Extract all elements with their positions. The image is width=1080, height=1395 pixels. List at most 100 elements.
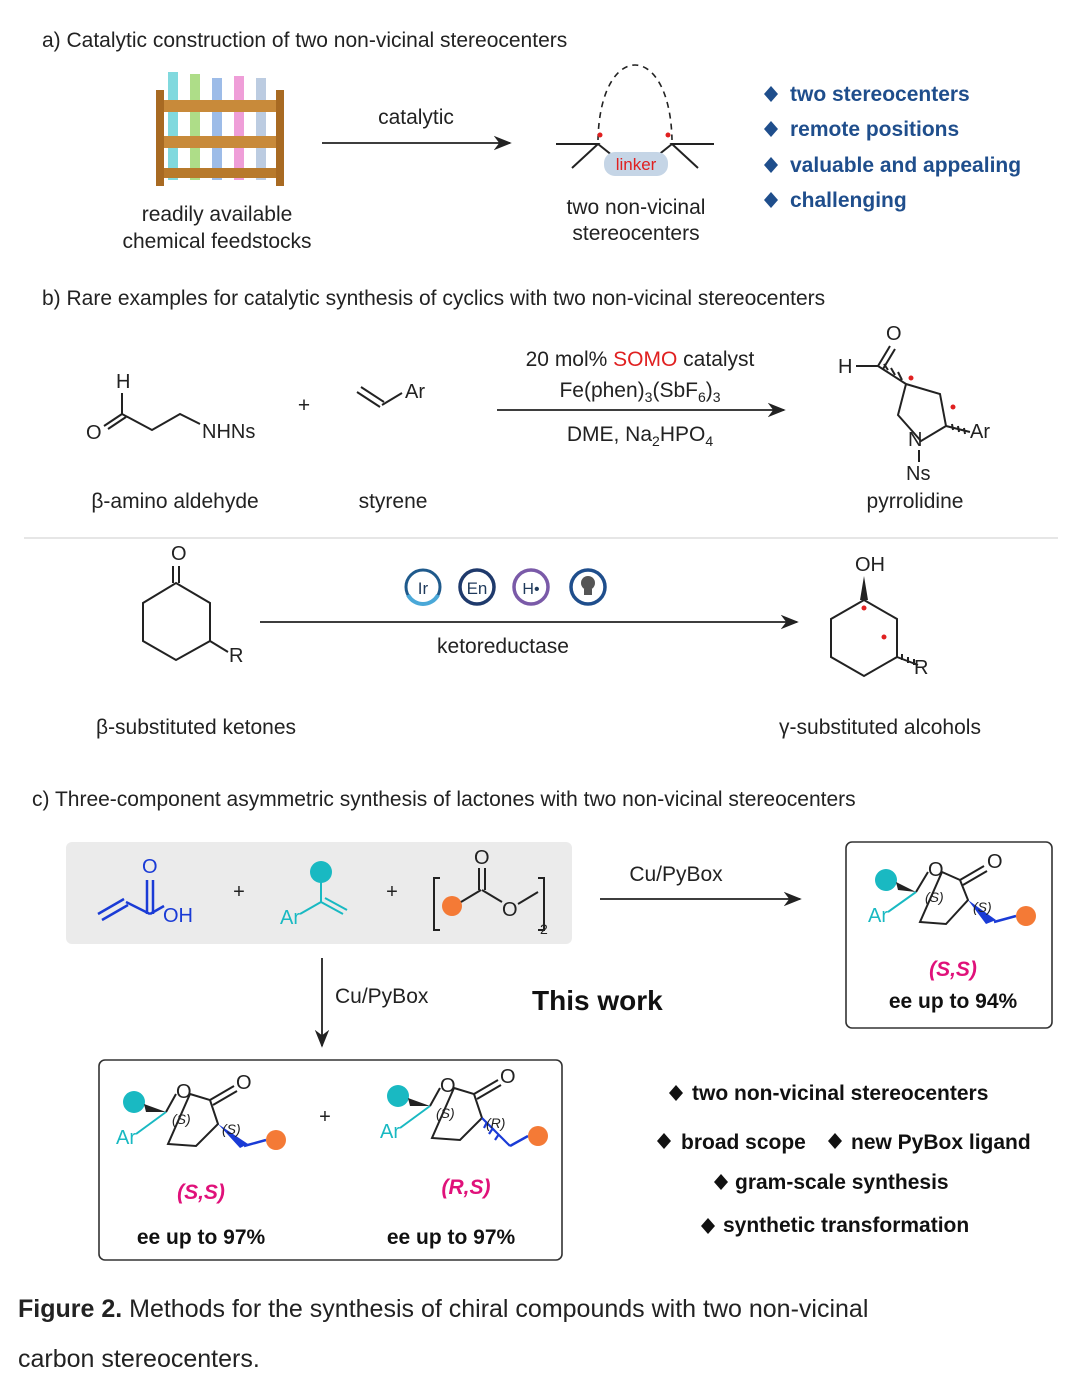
svg-text:O: O [86,422,102,444]
hydrogen-atom-icon: H• [512,568,550,606]
svg-text:O: O [928,859,944,881]
linker-product-structure: linker [556,64,714,176]
bullet-a-2: remote positions [790,118,959,141]
prior-product-box [845,841,1053,1029]
acrylic-acid-structure: O OH [97,856,193,927]
prior-ee-label: ee up to 94% [889,990,1018,1013]
svg-text:O: O [987,851,1003,873]
plus-sign: + [298,394,310,417]
substituted-ketone-structure: O R [142,543,243,667]
svg-text:En: En [467,579,488,598]
svg-text:(S): (S) [973,899,992,915]
enzyme-icon: En [458,568,496,606]
bullet-a-3: valuable and appealing [790,154,1021,177]
section-c-title: c) Three-component asymmetric synthesis … [32,788,856,811]
diamond-bullet-icon [764,86,778,102]
gamma-alcohol-label: γ-substituted alcohols [779,716,981,739]
diamond-bullet-icon [828,1133,842,1149]
svg-text:(S): (S) [222,1121,241,1137]
plus-sign: + [233,881,245,903]
new-config-ss: (S,S) [177,1181,225,1204]
figure-caption-line1: Figure 2. Methods for the synthesis of c… [18,1295,868,1323]
svg-text:H: H [116,371,130,393]
new-products-box [98,1059,563,1261]
feedstock-label-line2: chemical feedstocks [122,230,311,253]
styrene-label: styrene [359,490,428,513]
svg-text:O: O [171,543,187,565]
reagents-panel [66,842,572,944]
product-label-line2: stereocenters [572,222,699,245]
diamond-bullet-icon [764,121,778,137]
svg-text:OH: OH [163,905,193,927]
diamond-bullet-icon [714,1174,728,1190]
svg-text:(S): (S) [925,889,944,905]
diamond-bullet-icon [701,1218,715,1234]
arrow-prior-label: Cu/PyBox [629,863,723,886]
arrow-catalytic-label: catalytic [378,106,454,129]
bullet-a-4: challenging [790,189,907,212]
diamond-bullet-icon [669,1085,683,1101]
svg-text:Ar: Ar [868,905,888,927]
arrow-down-label: Cu/PyBox [335,985,429,1008]
linker-label: linker [616,155,657,174]
svg-text:Ar: Ar [116,1127,136,1149]
feature-4: gram-scale synthesis [735,1171,949,1194]
feedstock-label-line1: readily available [142,203,293,226]
feature-3: new PyBox ligand [851,1131,1031,1154]
diamond-bullet-icon [764,192,778,208]
diamond-bullet-icon [764,157,778,173]
condition-line2: Fe(phen)3(SbF6)3 [559,379,720,405]
prior-config-label: (S,S) [929,958,977,981]
bullet-list-a: two stereocenters remote positions valua… [764,83,1021,212]
svg-text:OH: OH [855,554,885,576]
svg-text:NHNs: NHNs [202,421,255,443]
diacyl-peroxide-structure: O O 2 [433,847,548,937]
beta-amino-aldehyde-structure: H O NHNs [86,371,255,444]
beta-amino-aldehyde-label: β-amino aldehyde [91,490,258,513]
pyrrolidine-structure: O H Ar N Ns [838,323,990,485]
svg-text:(S): (S) [436,1105,455,1121]
svg-text:R: R [229,645,243,667]
svg-text:Ar: Ar [280,907,300,929]
svg-text:2: 2 [540,921,548,937]
svg-text:O: O [440,1075,456,1097]
svg-text:Ar: Ar [380,1121,400,1143]
test-tube-rack-icon [156,72,284,186]
alkene-structure: Ar [280,861,348,929]
section-b-title: b) Rare examples for catalytic synthesis… [42,287,825,310]
feature-5: synthetic transformation [723,1214,969,1237]
prior-lactone-structure: O O Ar (S) (S) [868,851,1036,927]
new-lactone-rs-structure: O O Ar (S) (R) [380,1066,548,1148]
svg-text:Ir: Ir [418,579,429,598]
svg-text:O: O [500,1066,516,1088]
feature-2: broad scope [681,1131,806,1154]
svg-text:O: O [142,856,158,878]
svg-text:(R): (R) [486,1115,505,1131]
feature-1: two non-vicinal stereocenters [692,1082,988,1105]
svg-text:O: O [886,323,902,345]
svg-text:O: O [502,899,518,921]
svg-text:H•: H• [522,581,539,598]
styrene-structure: Ar [356,381,425,408]
svg-text:N: N [908,429,922,451]
condition-line1: 20 mol% SOMO catalyst [526,348,755,371]
beta-ketone-label: β-substituted ketones [96,716,296,739]
new-lactone-ss-structure: O O Ar (S) (S) [116,1072,286,1150]
diamond-bullet-icon [657,1133,671,1149]
pyrrolidine-label: pyrrolidine [867,490,964,513]
feature-list-c: two non-vicinal stereocenters broad scop… [657,1082,1031,1237]
section-a-title: a) Catalytic construction of two non-vic… [42,29,567,52]
plus-sign: + [319,1106,331,1128]
svg-text:Ar: Ar [405,381,425,403]
this-work-label: This work [532,985,663,1016]
product-label-line1: two non-vicinal [567,196,706,219]
light-bulb-icon [569,568,607,606]
svg-text:H: H [838,356,852,378]
svg-text:Ar: Ar [970,421,990,443]
new-ee-rs: ee up to 97% [387,1226,516,1249]
svg-text:O: O [474,847,490,869]
svg-text:O: O [176,1081,192,1103]
catalysis-icons: Ir En H• [404,568,607,606]
